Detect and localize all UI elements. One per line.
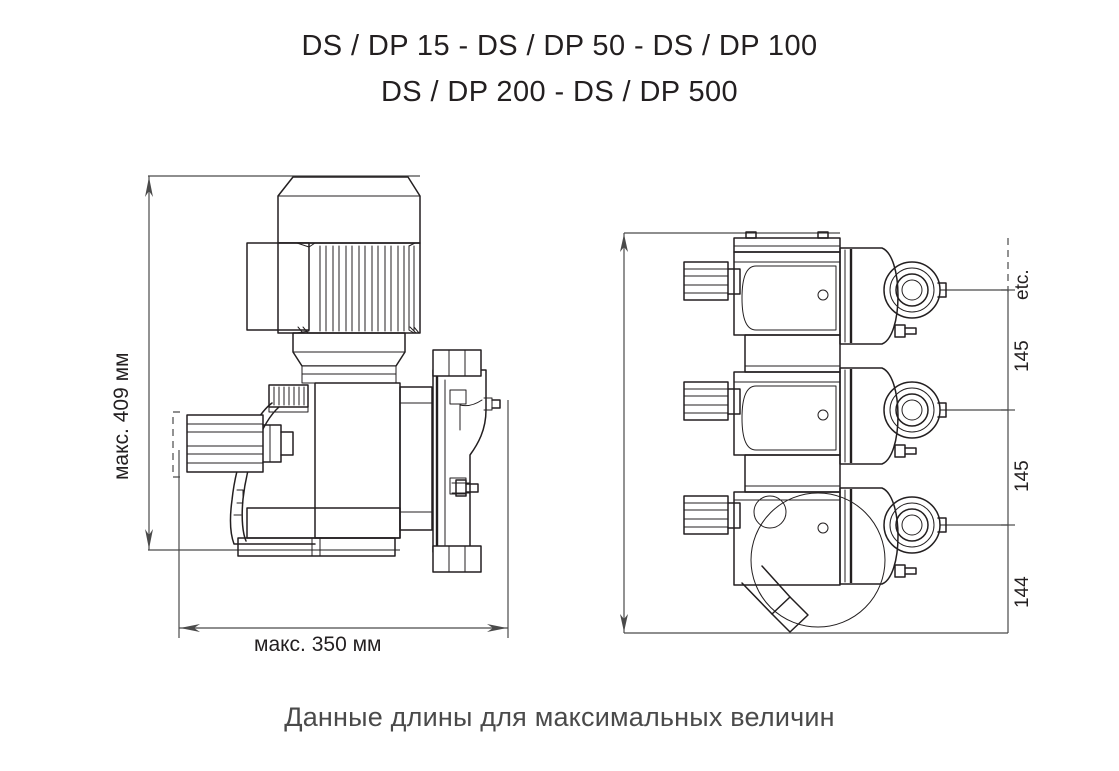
width-dimension-label: макс. 350 мм <box>254 633 382 656</box>
drawing-caption: Данные длины для максимальных величин <box>284 702 835 732</box>
valve-port-bottom <box>883 496 947 554</box>
adjustment-knob <box>172 411 294 478</box>
title-line-2: DS / DP 200 - DS / DP 500 <box>380 76 739 108</box>
pump-module-middle <box>683 367 947 465</box>
dimension-label-145-lower: 145 <box>1012 460 1033 492</box>
left-view-dimensions <box>145 175 509 638</box>
right-view-dimensions <box>620 232 1015 634</box>
valve-port-top <box>883 261 947 319</box>
liquid-end <box>432 349 501 573</box>
pump-side-view-geometry <box>172 176 501 573</box>
height-dimension-label: макс. 409 мм <box>110 352 133 480</box>
title-block: DS / DP 15 - DS / DP 50 - DS / DP 100 DS… <box>0 26 1119 112</box>
pump-module-top <box>683 231 947 345</box>
valve-port-middle <box>883 381 947 439</box>
title-line-1: DS / DP 15 - DS / DP 50 - DS / DP 100 <box>301 30 818 62</box>
dimension-label-etc: etc. <box>1012 269 1033 300</box>
pump-module-bottom <box>683 487 947 633</box>
pump-stack-geometry <box>683 231 947 633</box>
dimension-label-144: 144 <box>1012 576 1033 608</box>
dimension-label-145-upper: 145 <box>1012 340 1033 372</box>
